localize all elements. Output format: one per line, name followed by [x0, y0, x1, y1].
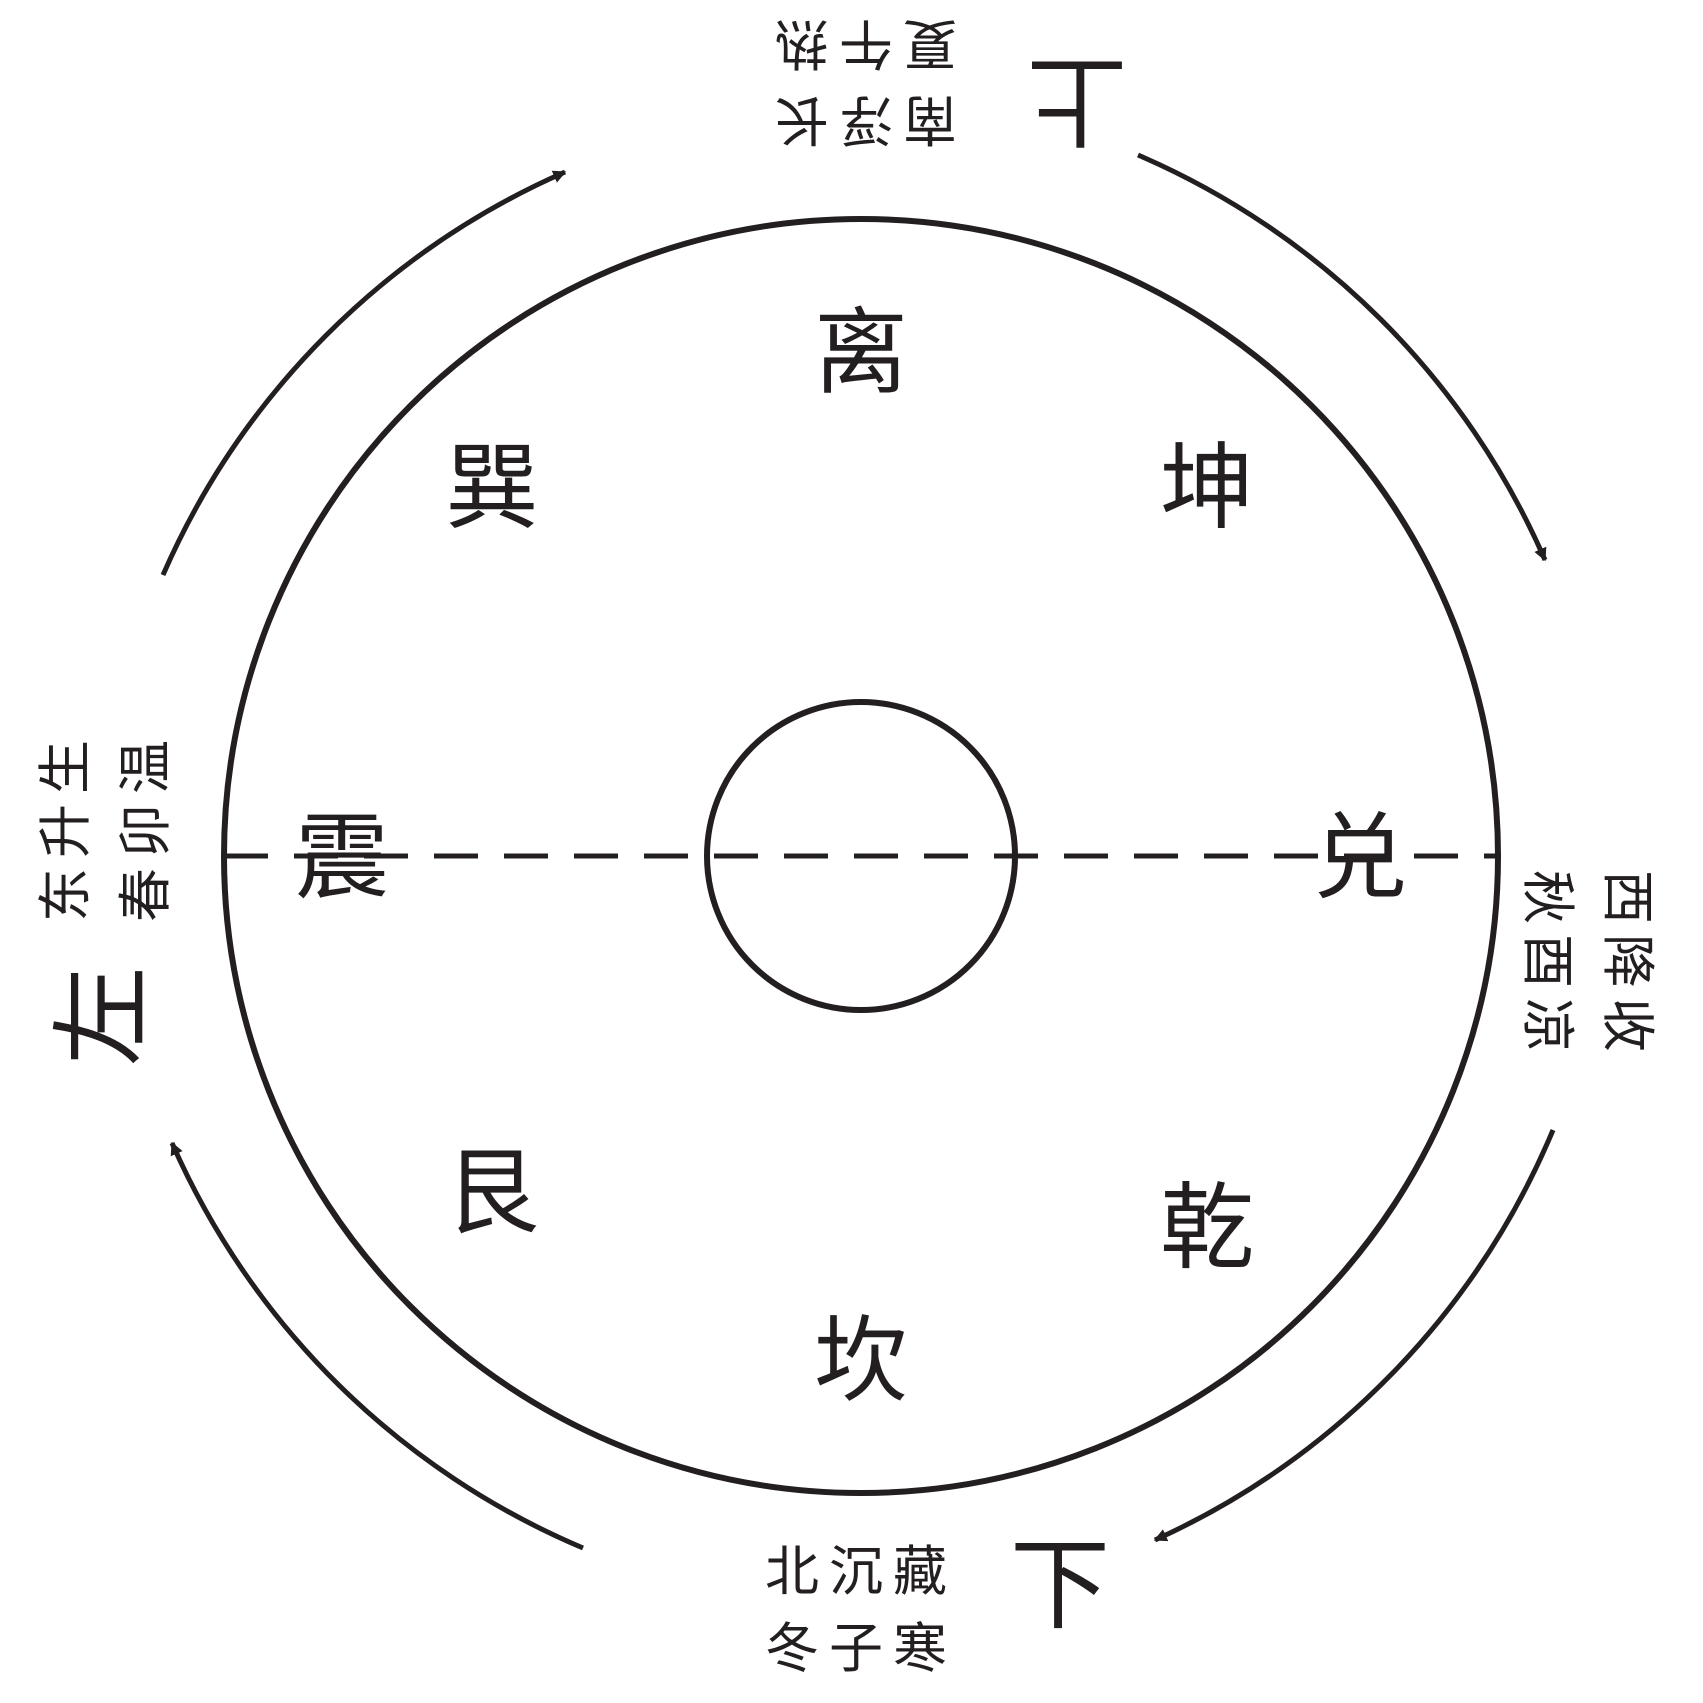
right-text-line2: 秋酉凉	[1516, 870, 1579, 1062]
right-direction-group: 右 西降收 秋酉凉	[1516, 870, 1659, 1062]
arrow-bottom-to-left	[169, 1141, 584, 1551]
trigram-qian: 乾	[1160, 1174, 1254, 1283]
bottom-direction-label: 下	[1010, 1527, 1110, 1644]
right-text-line1: 西降收	[1596, 870, 1659, 1062]
top-direction-group: 上 南浮长 夏午热	[765, 12, 1127, 158]
trigram-kan: 坎	[814, 1307, 908, 1416]
top-direction-label: 上	[1027, 41, 1127, 158]
top-text-line1: 南浮长	[765, 88, 957, 151]
trigram-gen: 艮	[445, 1139, 539, 1248]
top-text-line2: 夏午热	[765, 12, 957, 75]
trigram-kun: 坤	[1160, 434, 1254, 543]
arrow-right-to-bottom	[1153, 1129, 1556, 1543]
trigram-li: 离	[814, 299, 908, 408]
left-direction-label: 左	[44, 966, 161, 1066]
bottom-text-line2: 冬子寒	[765, 1617, 957, 1680]
bottom-text-line1: 北沉藏	[765, 1540, 957, 1603]
left-text-line1: 东升生	[34, 730, 97, 922]
trigram-zhen: 震	[295, 804, 389, 913]
left-text-line2: 春卯温	[114, 730, 177, 922]
left-direction-group: 左 东升生 春卯温	[34, 730, 177, 1066]
arrow-top-to-right	[1137, 152, 1548, 562]
arrow-left-to-top	[160, 169, 567, 576]
bottom-direction-group: 下 北沉藏 冬子寒	[765, 1527, 1110, 1680]
trigram-xun: 巽	[445, 434, 539, 543]
trigram-dui: 兑	[1313, 804, 1407, 913]
